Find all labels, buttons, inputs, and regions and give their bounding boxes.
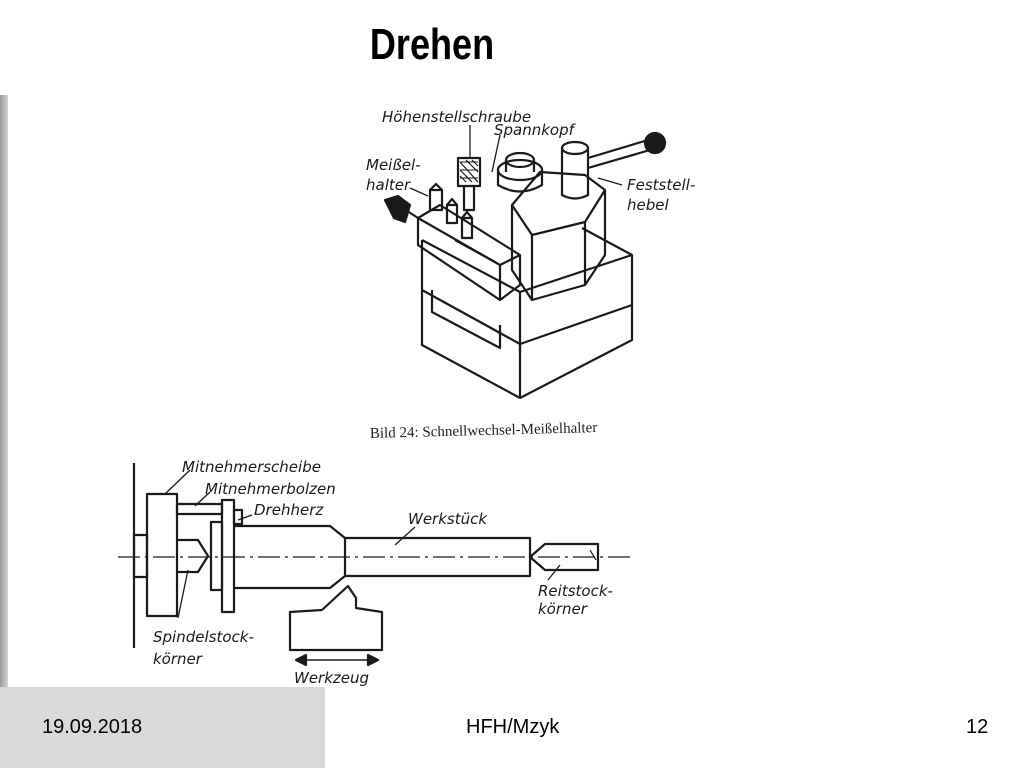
label-feststellhebel-2: hebel (627, 196, 669, 214)
label-spannkopf: Spannkopf (494, 121, 577, 139)
label-meisselhalter-2: halter (366, 176, 411, 194)
tool-holder-drawing (383, 125, 667, 400)
label-feststellhebel-1: Feststell- (627, 176, 695, 194)
footer-author: HFH/Mzyk (466, 716, 560, 738)
footer-date: 19.09.2018 (42, 716, 143, 738)
footer-shade (0, 687, 325, 768)
label-spindelstockkoerner-2: körner (153, 650, 203, 668)
label-reitstockkoerner-2: körner (538, 600, 588, 618)
slide-title: Drehen (369, 20, 495, 69)
label-werkzeug: Werkzeug (294, 669, 369, 687)
label-mitnehmerbolzen: Mitnehmerbolzen (205, 480, 336, 498)
figure-caption: Bild 24: Schnellwechsel-Meißelhalter (370, 420, 598, 442)
label-hoehenstellschraube: Höhenstellschraube (382, 108, 531, 126)
label-werkstueck: Werkstück (408, 510, 488, 528)
label-drehherz: Drehherz (254, 501, 324, 519)
footer-page-number: 12 (966, 716, 989, 738)
label-meisselhalter-1: Meißel- (366, 156, 421, 174)
left-edge-band (0, 95, 8, 687)
label-spindelstockkoerner-1: Spindelstock- (153, 628, 254, 646)
label-reitstockkoerner-1: Reitstock- (538, 582, 613, 600)
label-mitnehmerscheibe: Mitnehmerscheibe (182, 458, 321, 476)
